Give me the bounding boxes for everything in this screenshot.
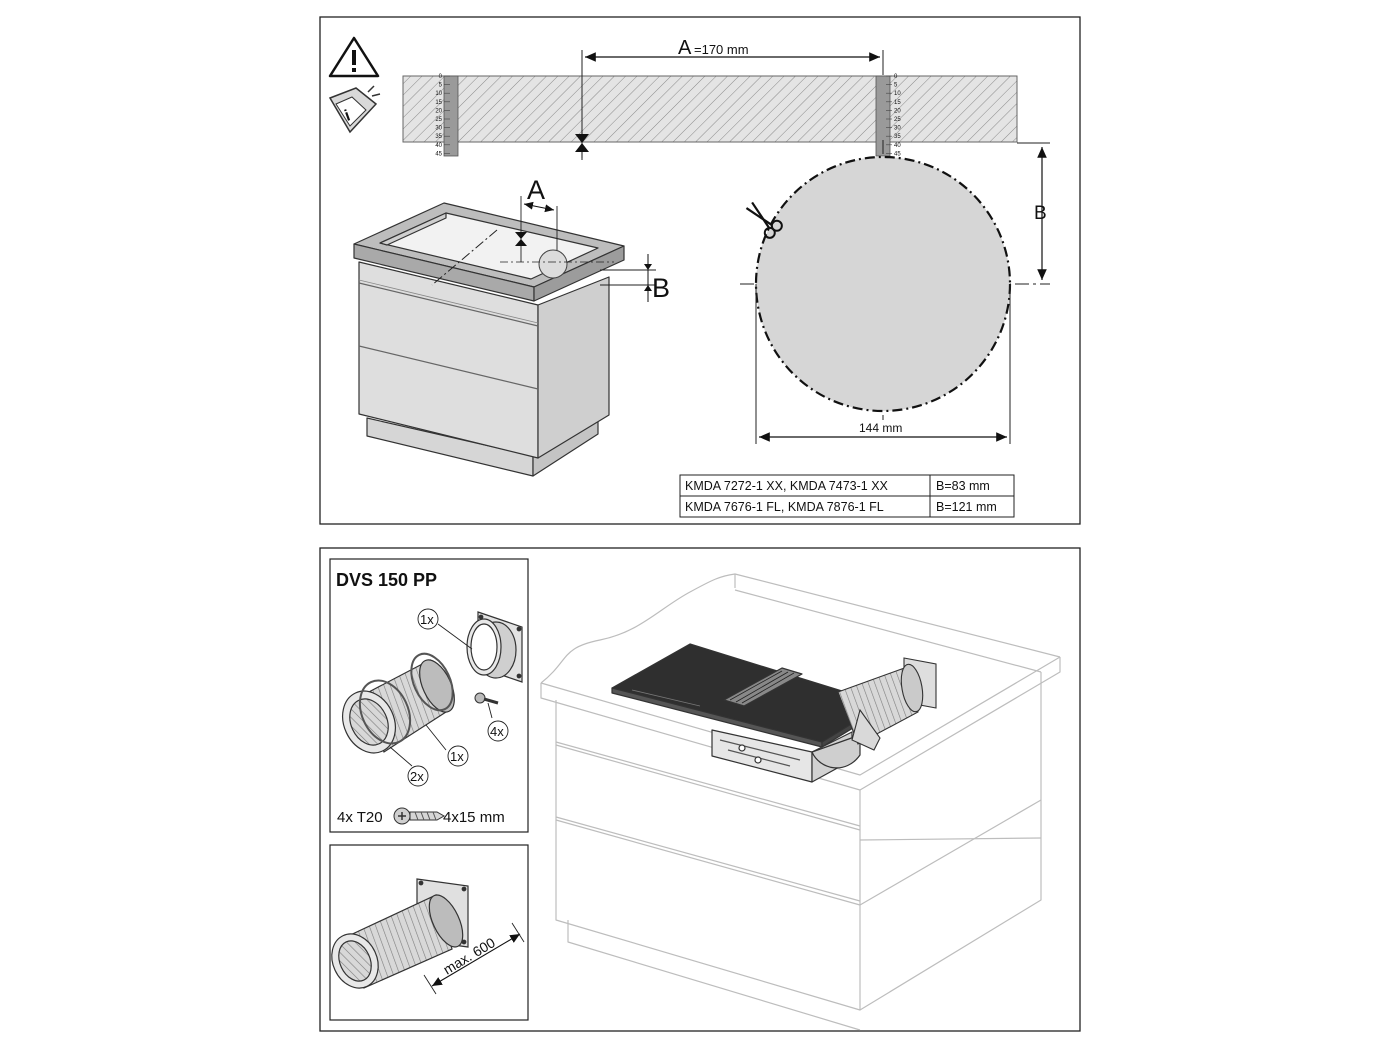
hose-wall-plate xyxy=(331,878,469,989)
scale-tick-label: 15 xyxy=(894,100,901,106)
max-length-arrow xyxy=(431,933,521,987)
scale-tick-label: 5 xyxy=(439,83,443,89)
island-duct xyxy=(837,657,937,751)
scale-tick-label: 10 xyxy=(435,91,442,97)
cut-scale-left xyxy=(443,75,459,157)
screw-spec-right: 4x15 mm xyxy=(443,809,505,826)
scale-tick-label: 5 xyxy=(894,83,898,89)
scale-tick-label: 15 xyxy=(435,100,442,106)
cabinet-dimensions xyxy=(431,196,656,302)
callout-screws: 4x xyxy=(490,724,504,739)
dim-144-label: 144 mm xyxy=(859,421,902,435)
callout-hose: 2x xyxy=(410,769,424,784)
scale-tick-label: 0 xyxy=(894,74,898,80)
wall-flange xyxy=(466,611,523,683)
scale-tick-label: 45 xyxy=(435,151,442,157)
table-row-1-value: B=83 mm xyxy=(936,479,990,493)
info-manual-icon: i xyxy=(328,85,381,134)
scale-labels-left: 0 5 10 15 20 25 30 35 40 45 xyxy=(435,74,450,157)
scale-tick-label: 20 xyxy=(435,108,442,114)
scale-tick-label: 20 xyxy=(894,108,901,114)
model-table: KMDA 7272-1 XX, KMDA 7473-1 XX B=83 mm K… xyxy=(679,474,1015,518)
table-row-2-model: KMDA 7676-1 FL, KMDA 7876-1 FL xyxy=(685,500,884,514)
scale-labels-right: 0 5 10 15 20 25 30 35 40 45 xyxy=(886,74,901,157)
cabinet-illustration xyxy=(353,202,625,477)
screw-part xyxy=(474,692,499,705)
callout-clamp: 1x xyxy=(450,749,464,764)
scale-tick-label: 35 xyxy=(894,134,901,140)
cutout-circle xyxy=(754,155,1012,413)
svg-text:i: i xyxy=(343,107,353,124)
scale-tick-label: 30 xyxy=(435,126,442,132)
warning-icon xyxy=(328,36,380,78)
kitchen-island-illustration xyxy=(540,573,1061,1031)
scissors-icon xyxy=(745,201,783,239)
scale-tick-label: 25 xyxy=(435,117,442,123)
scale-tick-label: 35 xyxy=(435,134,442,140)
scale-tick-label: 25 xyxy=(894,117,901,123)
worktop-section xyxy=(402,75,1018,143)
callouts xyxy=(389,608,509,787)
scale-tick-label: 40 xyxy=(894,143,901,149)
dim-a-small-label: A xyxy=(527,175,545,205)
bottom-panel-frame xyxy=(319,547,1081,1032)
flexible-hose xyxy=(342,652,455,754)
callout-flange: 1x xyxy=(420,612,434,627)
screw-spec-left: 4x T20 xyxy=(337,809,383,826)
kit-title: DVS 150 PP xyxy=(336,570,437,590)
table-row-1-model: KMDA 7272-1 XX, KMDA 7473-1 XX xyxy=(685,479,889,493)
dim-b-circle-label: B xyxy=(1034,203,1047,224)
dim-a-value: =170 mm xyxy=(694,42,749,57)
top-panel-frame xyxy=(319,16,1081,525)
torx-screw-icon xyxy=(393,807,446,825)
scale-tick-label: 45 xyxy=(894,151,901,157)
scale-tick-label: 10 xyxy=(894,91,901,97)
table-row-2-value: B=121 mm xyxy=(936,500,997,514)
dim-a-label: A xyxy=(678,37,692,59)
scale-tick-label: 0 xyxy=(439,74,443,80)
scale-tick-label: 40 xyxy=(435,143,442,149)
dim-b-small-label: B xyxy=(652,273,670,303)
scale-tick-label: 30 xyxy=(894,126,901,132)
cooktop-unit xyxy=(611,643,885,783)
